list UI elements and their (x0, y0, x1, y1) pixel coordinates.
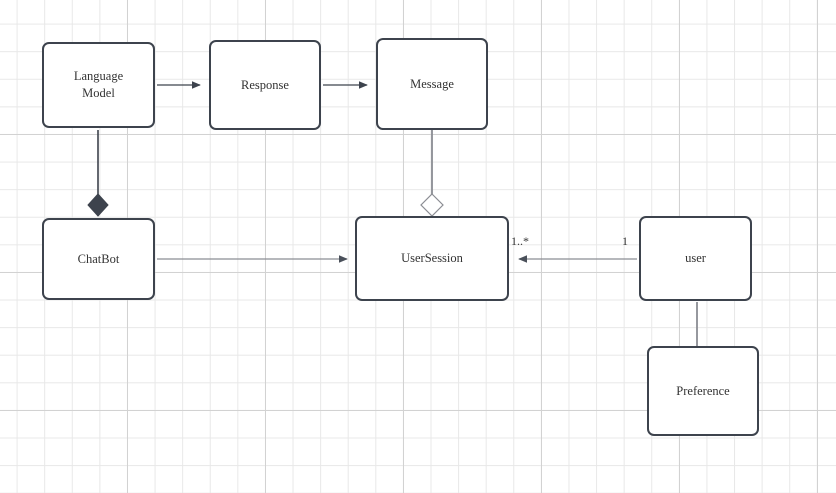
node-usersession[interactable]: UserSession (355, 216, 509, 301)
node-label: ChatBot (77, 251, 120, 266)
node-message[interactable]: Message (376, 38, 488, 130)
node-user[interactable]: user (639, 216, 752, 301)
node-label-line2: Model (82, 86, 115, 100)
node-label: Language Model (74, 68, 123, 102)
edge-usersession-to-message-aggregation (420, 130, 444, 217)
node-label-line1: Language (73, 69, 124, 84)
node-language-model[interactable]: Language Model (42, 42, 155, 128)
node-response[interactable]: Response (209, 40, 321, 130)
multiplicity-label-usersession-side: 1..* (511, 234, 529, 248)
node-label: user (685, 251, 706, 266)
node-label: Response (241, 77, 289, 92)
node-chatbot[interactable]: ChatBot (42, 218, 155, 300)
node-label: Preference (676, 383, 730, 398)
hollow-diamond-icon (420, 193, 444, 217)
multiplicity-label-user-side: 1 (622, 234, 628, 248)
node-label: UserSession (401, 251, 463, 266)
filled-diamond-icon (87, 193, 109, 217)
edge-chatbot-to-language-model-composition (87, 130, 109, 217)
node-label: Message (410, 76, 454, 91)
node-preference[interactable]: Preference (647, 346, 759, 436)
